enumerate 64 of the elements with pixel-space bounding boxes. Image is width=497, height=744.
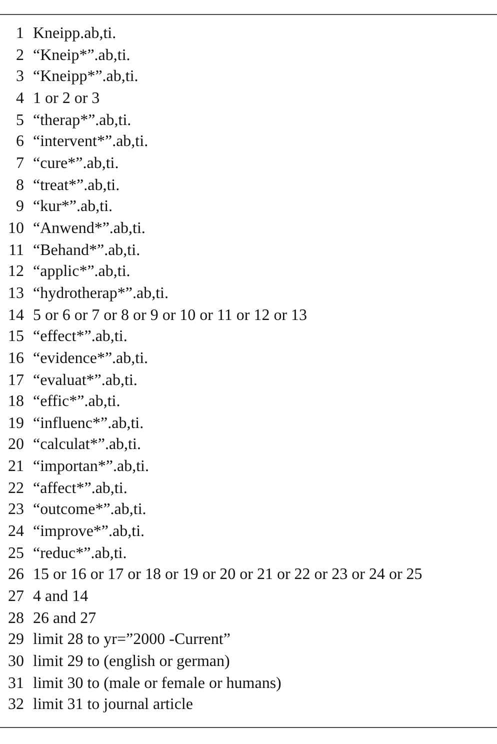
row-number: 29 bbox=[0, 629, 33, 652]
row-number: 15 bbox=[7, 327, 25, 348]
search-query: “calculat*”.ab,ti. bbox=[33, 435, 142, 456]
search-query: 15 or 16 or 17 or 18 or 19 or 20 or 21 or 22 or 23 or 24 or 25 bbox=[33, 565, 422, 586]
row-number: 27 bbox=[0, 586, 33, 608]
row-number: 8 bbox=[15, 176, 25, 196]
search-query: limit 29 to (english or german) bbox=[33, 652, 231, 672]
search-query: “influenc*”.ab,ti. bbox=[33, 414, 145, 434]
search-query: “evaluat*”.ab,ti. bbox=[33, 370, 138, 390]
row-number: 16 bbox=[7, 348, 25, 369]
row-number: 2 bbox=[15, 46, 25, 66]
search-query: 26 and 27 bbox=[33, 608, 98, 629]
row-number: 7 bbox=[15, 154, 25, 174]
search-query: “cure*”.ab,ti. bbox=[33, 154, 120, 174]
search-query: 1 or 2 or 3 bbox=[33, 88, 101, 109]
search-query: “reduc*”.ab,ti. bbox=[33, 544, 128, 564]
row-number: 19 bbox=[7, 414, 25, 434]
search-query: “outcome*”.ab,ti. bbox=[33, 500, 148, 520]
row-number: 32 bbox=[0, 694, 33, 716]
row-number: 28 bbox=[7, 608, 25, 629]
row-number: 3 bbox=[15, 67, 25, 88]
search-query: Kneipp.ab,ti. bbox=[33, 24, 118, 44]
search-query: limit 31 to journal article bbox=[33, 695, 194, 716]
row-number: 10 bbox=[7, 218, 25, 239]
row-number: 9 bbox=[15, 197, 25, 218]
search-query: “affect*”.ab,ti. bbox=[33, 478, 128, 499]
search-query: “evidence*”.ab,ti. bbox=[33, 348, 150, 369]
row-number: 26 bbox=[7, 565, 25, 586]
search-query: limit 30 to (male or female or humans) bbox=[33, 674, 282, 694]
row-number: 1 bbox=[0, 23, 33, 45]
row-number: 31 bbox=[0, 672, 33, 694]
search-query: “kur*”.ab,ti. bbox=[33, 197, 114, 218]
row-number: 30 bbox=[0, 651, 33, 673]
search-query: “applic*”.ab,ti. bbox=[33, 262, 132, 282]
search-query: “treat*”.ab,ti. bbox=[33, 176, 121, 196]
search-query: “Anwend*”.ab,ti. bbox=[33, 218, 146, 239]
row-number: 17 bbox=[7, 370, 25, 390]
search-query: “effic*”.ab,ti. bbox=[33, 392, 122, 412]
search-query: “hydrotherap*”.ab,ti. bbox=[33, 284, 170, 304]
row-number: 4 bbox=[15, 88, 25, 109]
search-query: “effect*”.ab,ti. bbox=[33, 327, 128, 348]
row-number: 13 bbox=[7, 284, 25, 304]
search-query: 4 and 14 bbox=[33, 587, 90, 608]
search-query: “importan*”.ab,ti. bbox=[33, 457, 150, 478]
row-number: 11 bbox=[8, 240, 25, 261]
search-query: “therap*”.ab,ti. bbox=[33, 110, 132, 131]
search-query: “Behand*”.ab,ti. bbox=[33, 240, 142, 261]
row-number: 25 bbox=[7, 544, 25, 564]
row-number: 22 bbox=[7, 478, 25, 499]
search-query: “Kneipp*”.ab,ti. bbox=[33, 67, 140, 88]
search-query: 5 or 6 or 7 or 8 or 9 or 10 or 11 or 12 or 13 bbox=[33, 306, 308, 326]
row-number: 12 bbox=[7, 262, 25, 282]
row-number: 23 bbox=[7, 500, 25, 520]
row-number: 18 bbox=[7, 392, 25, 412]
row-number: 14 bbox=[7, 306, 25, 326]
row-number: 5 bbox=[15, 110, 25, 131]
row-number: 6 bbox=[15, 132, 25, 152]
search-query: “intervent*”.ab,ti. bbox=[33, 132, 150, 152]
row-number: 20 bbox=[7, 435, 25, 456]
search-query: “Kneip*”.ab,ti. bbox=[33, 46, 132, 66]
row-number: 21 bbox=[7, 457, 25, 478]
row-number: 24 bbox=[7, 522, 25, 542]
search-query: “improve*”.ab,ti. bbox=[33, 522, 146, 542]
search-query: limit 28 to yr=”2000 -Current” bbox=[33, 630, 232, 650]
